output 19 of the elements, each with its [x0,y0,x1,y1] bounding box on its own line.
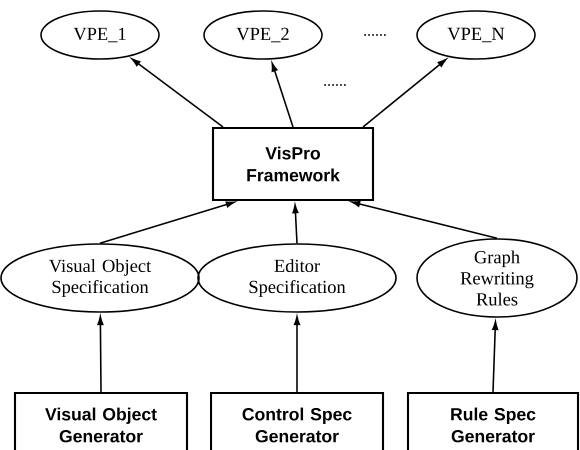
ellipse-node: VPE_1 [40,10,160,60]
ellipsis-dots: ...... [324,84,346,86]
arrow [362,58,446,128]
process-box: Control Spec Generator [210,392,384,450]
ellipsis-dots: ...... [364,34,386,36]
ellipse-node: VPE_2 [203,10,323,60]
process-box: Visual Object Generator [14,392,188,450]
ellipse-node: VPE_N [416,10,536,60]
process-box: VisPro Framework [212,126,374,202]
arrow [351,200,498,239]
arrow [132,58,224,128]
process-box: Rule Spec Generator [406,392,580,450]
ellipse-node: Graph Rewriting Rules [416,238,578,318]
arrow [100,201,235,244]
arrow [492,321,498,392]
ellipse-node: Visual Object Specification [0,243,200,313]
arrow [272,62,294,128]
arrow [294,316,300,392]
ellipse-node: Editor Specification [197,243,397,313]
